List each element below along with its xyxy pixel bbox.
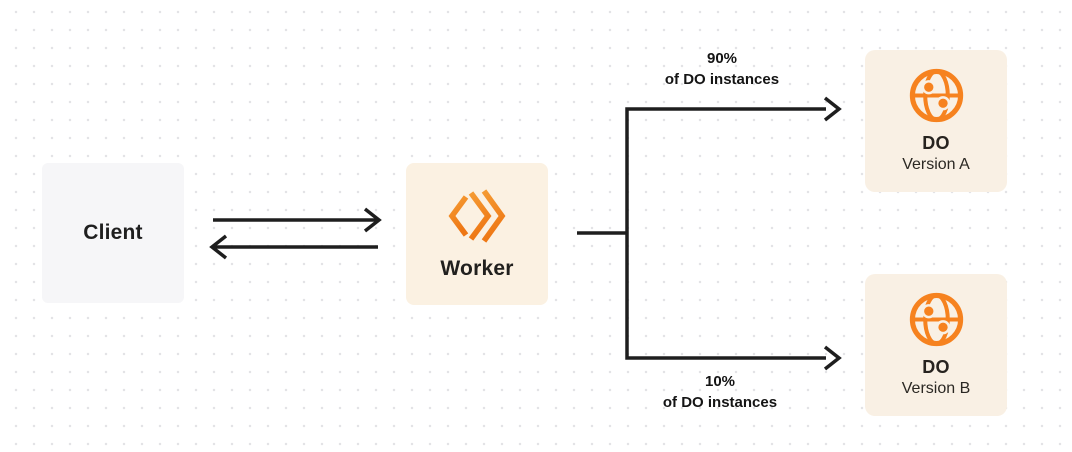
do-b-title: DO: [922, 356, 950, 377]
do-version-b-node: DO Version B: [865, 274, 1007, 416]
branch-to-do-a-arrow: [625, 96, 842, 360]
worker-to-client-arrow: [209, 234, 378, 260]
do-a-subtitle: Version A: [902, 155, 970, 173]
top-branch-caption: of DO instances: [664, 71, 780, 88]
workers-logo-icon: [445, 188, 509, 244]
client-node: Client: [42, 163, 184, 303]
branch-to-do-b-arrow: [823, 345, 842, 371]
do-version-a-node: DO Version A: [865, 50, 1007, 192]
bottom-branch-label: 10% of DO instances: [610, 371, 830, 413]
client-to-worker-arrow: [213, 207, 382, 233]
worker-label: Worker: [440, 256, 514, 280]
client-label: Client: [83, 221, 143, 244]
top-branch-percent: 90%: [706, 50, 738, 67]
top-branch-label: 90% of DO instances: [612, 48, 832, 90]
bottom-branch-percent: 10%: [704, 373, 736, 390]
do-a-title: DO: [922, 132, 950, 153]
globe-icon: [908, 67, 965, 124]
globe-icon: [908, 291, 965, 348]
worker-node: Worker: [406, 163, 548, 305]
bottom-branch-caption: of DO instances: [662, 394, 778, 411]
do-b-subtitle: Version B: [901, 379, 971, 397]
